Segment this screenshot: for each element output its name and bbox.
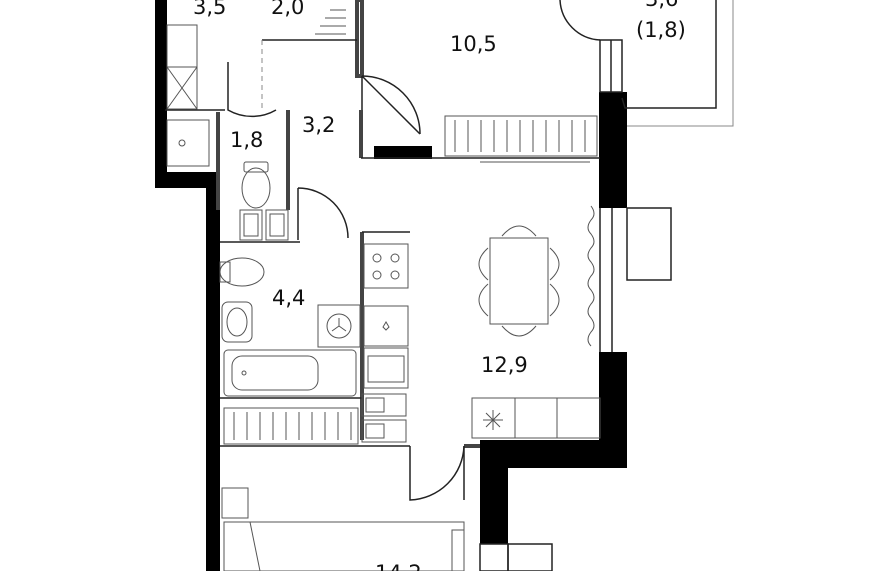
- interior-partitions: [165, 0, 600, 448]
- bathroom-small-label: 1,8: [230, 128, 263, 152]
- room-b-label: 2,0: [271, 0, 304, 19]
- exterior-walls: [155, 0, 627, 571]
- dining-table: [478, 225, 560, 337]
- kitchen-label: 12,9: [481, 353, 528, 377]
- wc-fixtures: [166, 9, 346, 241]
- hall-label: 3,2: [302, 113, 335, 137]
- balcony-label: 3,6: [645, 0, 678, 11]
- room-labels: 3,5 2,0 10,5 3,6 (1,8) 1,8 3,2 4,4 12,9 …: [193, 0, 686, 571]
- radiators: [223, 115, 598, 445]
- doors: [227, 0, 601, 501]
- balcony-sub-label: (1,8): [636, 18, 686, 42]
- kitchen-fixtures: [361, 243, 601, 443]
- bathroom-label: 4,4: [272, 286, 305, 310]
- room-c-label: 10,5: [450, 32, 497, 56]
- bed: [221, 487, 465, 571]
- windows: [479, 0, 734, 571]
- bedroom-label: 14,2: [375, 561, 422, 571]
- room-a-label: 3,5: [193, 0, 226, 19]
- bathroom-fixtures: [219, 257, 361, 397]
